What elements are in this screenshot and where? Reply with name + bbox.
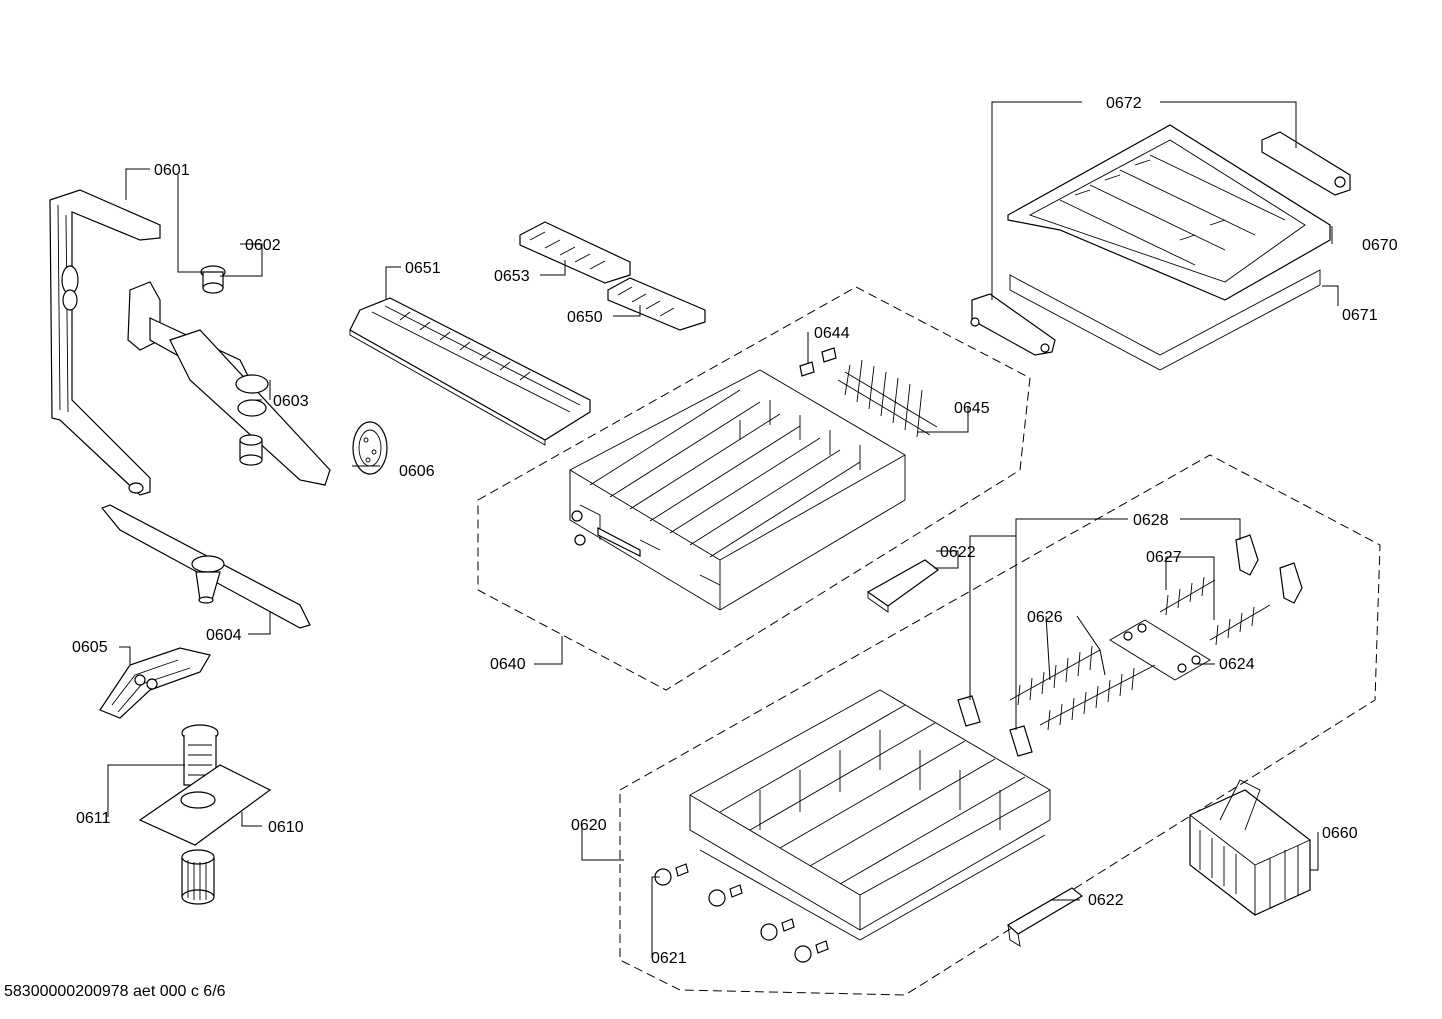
label-0620: 0620 [571,817,607,834]
label-0626: 0626 [1027,609,1063,626]
basket-clip-part [799,347,837,377]
upper-basket-part [569,369,906,611]
label-0604: 0604 [206,627,242,644]
label-0610: 0610 [268,819,304,836]
rack-holder-part [957,534,1303,757]
label-0603: 0603 [273,393,309,410]
label-0605: 0605 [72,639,108,656]
cutlery-basket-part [1189,779,1311,916]
nozzle-part [200,265,226,294]
label-0622-lower: 0622 [1088,892,1124,909]
tine-row-part [1009,576,1271,731]
wheel-part [654,863,829,963]
filter-cover-part [99,647,211,719]
document-code: 58300000200978 aet 000 c 6/6 [4,983,226,1000]
label-0660: 0660 [1322,825,1358,842]
label-0644: 0644 [814,325,850,342]
label-0645: 0645 [954,400,990,417]
upper-basket-group-outline [477,286,1031,691]
upper-spray-arm-part [127,281,331,486]
label-0627: 0627 [1146,549,1182,566]
label-0670: 0670 [1362,237,1398,254]
lower-basket-group-outline [619,454,1381,996]
label-0622-upper: 0622 [940,544,976,561]
label-0672: 0672 [1106,95,1142,112]
label-0640: 0640 [490,656,526,673]
tine-rack-part [837,359,938,438]
label-0628: 0628 [1133,512,1169,529]
label-0602: 0602 [245,237,281,254]
basket-handle-lower-part [1006,887,1084,947]
label-0601: 0601 [154,162,190,179]
label-0621: 0621 [651,950,687,967]
label-0671: 0671 [1342,307,1378,324]
cutlery-rack-part [519,221,706,331]
lower-spray-arm-part [101,504,311,629]
sump-filter-part [138,724,272,905]
spray-pipe-part [49,189,161,496]
part-labels: 0601 0602 0603 0604 0605 0606 0610 0611 … [72,95,1398,967]
leader-lines [107,101,1339,957]
cutlery-drawer-part [349,297,591,446]
label-0611: 0611 [76,810,111,827]
label-0653: 0653 [494,268,530,285]
label-0650: 0650 [567,309,603,326]
cutlery-tray-part [970,124,1351,371]
lower-basket-part [689,689,1051,941]
label-0606: 0606 [399,463,435,480]
basket-handle-upper-part [866,559,940,613]
label-0624: 0624 [1219,656,1255,673]
label-0651: 0651 [405,260,441,277]
